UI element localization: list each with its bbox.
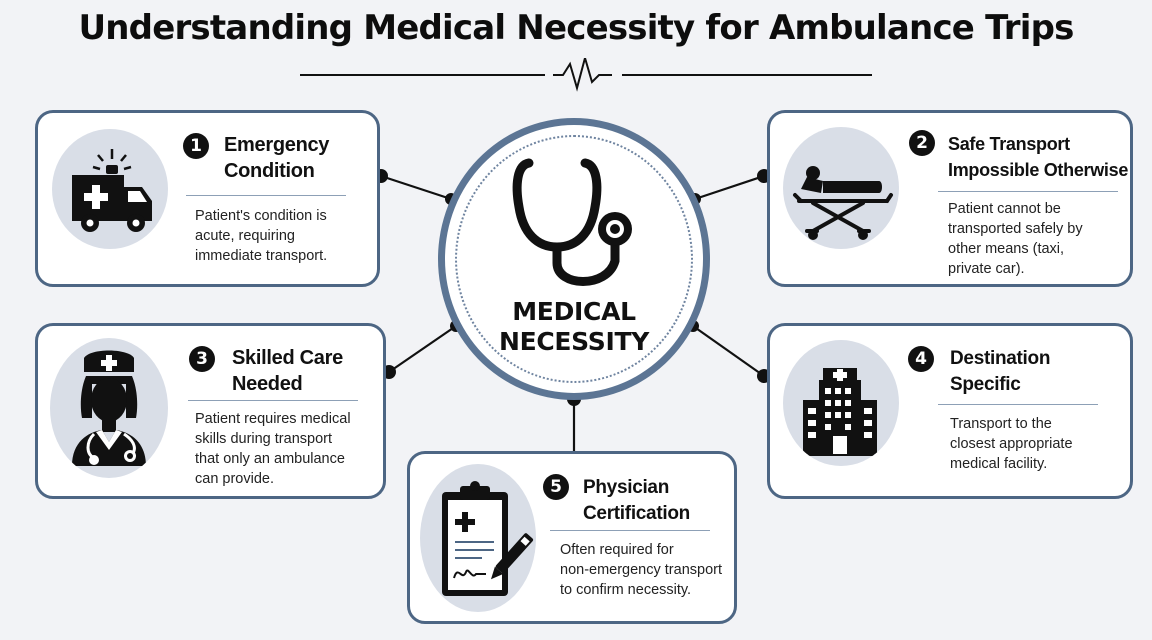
criterion-number-badge: 2 xyxy=(909,130,935,156)
criterion-card-destination-specific: 4 Destination Specific Transport to the … xyxy=(767,323,1133,499)
icon-disc xyxy=(783,340,899,466)
stretcher-icon xyxy=(793,166,893,240)
criterion-title-line: Certification xyxy=(583,503,690,524)
criterion-description-line: Often required for xyxy=(560,542,674,558)
heartbeat-icon xyxy=(553,58,612,92)
card-rule xyxy=(186,195,346,196)
criterion-description-line: to confirm necessity. xyxy=(560,582,692,598)
criterion-number-badge: 4 xyxy=(908,346,934,372)
criterion-title: Physician Certification xyxy=(583,475,690,527)
criterion-description-line: Transport to the xyxy=(950,416,1052,432)
heartbeat-divider xyxy=(300,58,872,92)
criterion-description: Patient requires medical skills during t… xyxy=(195,409,351,489)
criterion-description: Patient cannot be transported safely by … xyxy=(948,199,1083,279)
criterion-title: Skilled Care Needed xyxy=(232,345,343,397)
clipboard-icon xyxy=(442,481,534,596)
criterion-description-line: private car). xyxy=(948,261,1025,277)
criterion-title-line: Impossible Otherwise xyxy=(948,160,1129,180)
icon-disc xyxy=(52,129,168,249)
stethoscope-icon xyxy=(512,158,632,286)
nurse-icon xyxy=(72,350,146,466)
criterion-card-safe-transport: 2 Safe Transport Impossible Otherwise Pa… xyxy=(767,110,1133,287)
icon-disc xyxy=(783,127,899,249)
criterion-description-line: immediate transport. xyxy=(195,248,328,264)
criterion-description-line: can provide. xyxy=(195,471,274,487)
criterion-description-line: other means (taxi, xyxy=(948,241,1065,257)
criterion-number-badge: 1 xyxy=(183,133,209,159)
criterion-number-badge: 3 xyxy=(189,346,215,372)
criterion-card-physician-certification: 5 Physician Certification Often required… xyxy=(407,451,737,624)
criterion-description-line: Patient cannot be xyxy=(948,201,1061,217)
card-rule xyxy=(550,530,710,531)
icon-disc xyxy=(420,464,536,612)
criterion-description: Often required for non-emergency transpo… xyxy=(560,540,722,600)
criterion-title-line: Safe Transport xyxy=(948,134,1070,154)
criterion-card-skilled-care: 3 Skilled Care Needed Patient requires m… xyxy=(35,323,386,499)
criterion-title-line: Skilled Care xyxy=(232,347,343,369)
criterion-title-line: Condition xyxy=(224,160,315,182)
criterion-description: Patient's condition is acute, requiring … xyxy=(195,206,327,266)
ambulance-icon xyxy=(72,149,152,232)
criterion-title-line: Specific xyxy=(950,374,1021,395)
criterion-description-line: Patient requires medical xyxy=(195,411,351,427)
criterion-number-badge: 5 xyxy=(543,474,569,500)
criterion-card-emergency-condition: 1 Emergency Condition Patient's conditio… xyxy=(35,110,380,287)
criterion-title: Safe Transport Impossible Otherwise xyxy=(948,131,1128,183)
page-title: Understanding Medical Necessity for Ambu… xyxy=(78,8,1074,48)
criterion-description-line: that only an ambulance xyxy=(195,451,345,467)
card-rule xyxy=(938,191,1118,192)
criterion-description-line: acute, requiring xyxy=(195,228,295,244)
card-rule xyxy=(938,404,1098,405)
criterion-title-line: Physician xyxy=(583,477,670,498)
criterion-title-line: Needed xyxy=(232,373,303,395)
hub-label: MEDICAL NECESSITY xyxy=(445,297,703,357)
hub-label-line: NECESSITY xyxy=(498,327,650,356)
hub-dotted-ring xyxy=(455,135,693,383)
criterion-title: Destination Specific xyxy=(950,346,1050,398)
criterion-description-line: closest appropriate xyxy=(950,436,1073,452)
criterion-description-line: medical facility. xyxy=(950,456,1048,472)
criterion-description-line: transported safely by xyxy=(948,221,1083,237)
icon-disc xyxy=(50,338,168,478)
criterion-description-line: Patient's condition is xyxy=(195,208,327,224)
criterion-title-line: Emergency xyxy=(224,134,330,156)
hospital-icon xyxy=(799,368,883,456)
card-rule xyxy=(188,400,358,401)
medical-necessity-hub: MEDICAL NECESSITY xyxy=(438,118,710,400)
criterion-title: Emergency Condition xyxy=(224,132,329,184)
criterion-description-line: skills during transport xyxy=(195,431,332,447)
criterion-description-line: non-emergency transport xyxy=(560,562,722,578)
hub-label-line: MEDICAL xyxy=(512,297,636,326)
criterion-description: Transport to the closest appropriate med… xyxy=(950,414,1073,474)
criterion-title-line: Destination xyxy=(950,348,1051,369)
